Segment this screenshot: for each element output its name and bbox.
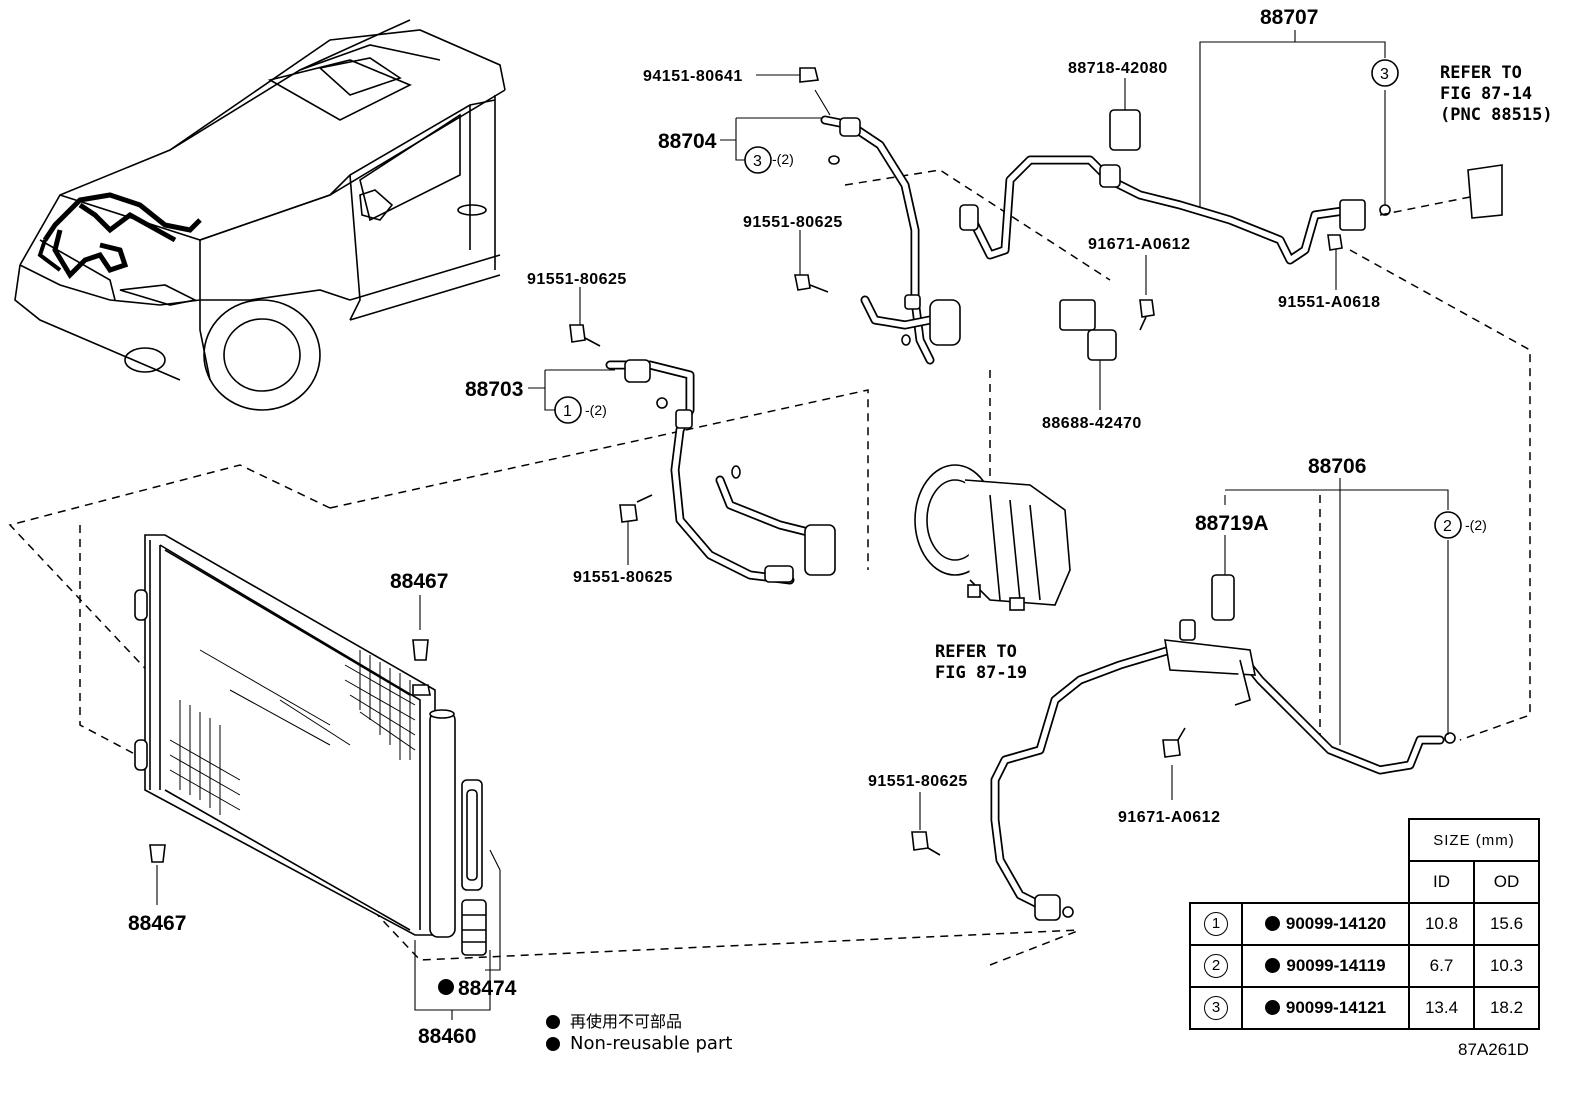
label-88719a: 88719A xyxy=(1195,512,1269,535)
non-reusable-dot-88474 xyxy=(438,979,454,995)
circle-ref: 2 xyxy=(1204,954,1228,978)
size-table-title: SIZE (mm) xyxy=(1408,818,1540,862)
legend-line-japanese: 再使用不可部品 xyxy=(546,1008,682,1032)
label-88704-qty: -(2) xyxy=(772,151,794,167)
ref-compressor-line2: FIG 87-19 xyxy=(935,663,1027,683)
size-table-row: 2 90099-14119 6.7 10.3 xyxy=(1189,944,1540,988)
inner-diameter: 6.7 xyxy=(1408,944,1475,988)
label-88703: 88703 xyxy=(465,378,523,401)
non-reusable-dot-icon xyxy=(1264,916,1280,931)
circle-ref-3-88704: 3 xyxy=(753,153,762,170)
label-88706: 88706 xyxy=(1308,455,1366,478)
compressor xyxy=(914,464,1071,611)
ref-top-line3: (PNC 88515) xyxy=(1440,105,1553,125)
ref-compressor-line1: REFER TO xyxy=(935,642,1017,662)
circle-ref-1-88703: 1 xyxy=(563,403,572,420)
label-91671-a0612-b: 91671-A0612 xyxy=(1118,809,1220,826)
size-table-row: 1 90099-14120 10.8 15.6 xyxy=(1189,902,1540,946)
circle-ref-2-88706: 2 xyxy=(1443,518,1452,535)
ref-top-line1: REFER TO xyxy=(1440,63,1522,83)
non-reusable-dot-icon xyxy=(1264,1000,1280,1015)
size-table-col-od: OD xyxy=(1473,860,1540,904)
leader-lines xyxy=(156,30,1449,1020)
circle-ref: 3 xyxy=(1204,996,1228,1020)
label-88688-42470: 88688-42470 xyxy=(1042,415,1142,432)
label-91671-a0612-a: 91671-A0612 xyxy=(1088,236,1190,253)
outer-diameter: 18.2 xyxy=(1473,986,1540,1030)
label-88474: 88474 xyxy=(458,977,517,1000)
label-91551-a0618: 91551-A0618 xyxy=(1278,294,1380,311)
label-88707: 88707 xyxy=(1260,6,1318,29)
condenser-assembly xyxy=(134,534,487,956)
label-88703-qty: -(2) xyxy=(585,402,607,418)
outer-diameter: 15.6 xyxy=(1473,902,1540,946)
label-91551-80625-c: 91551-80625 xyxy=(573,569,673,586)
size-table-col-id: ID xyxy=(1408,860,1475,904)
label-88460: 88460 xyxy=(418,1025,476,1048)
part-number: 90099-14119 xyxy=(1286,956,1386,975)
label-94151-80641: 94151-80641 xyxy=(643,68,743,85)
non-reusable-dot-icon xyxy=(546,1037,560,1051)
circle-ref: 1 xyxy=(1204,912,1228,936)
label-91551-80625-d: 91551-80625 xyxy=(868,773,968,790)
outer-diameter: 10.3 xyxy=(1473,944,1540,988)
label-88467-bottom: 88467 xyxy=(128,912,186,935)
part-number: 90099-14120 xyxy=(1285,914,1387,933)
ref-top-line2: FIG 87-14 xyxy=(1440,84,1532,104)
o-ring-size-table: SIZE (mm) ID OD 1 90099-14120 10.8 15.6 … xyxy=(1189,818,1540,1030)
non-reusable-dot-icon xyxy=(1265,958,1281,973)
figure-code: 87A261D xyxy=(1458,1040,1529,1059)
legend-line-english: Non-reusable part xyxy=(546,1033,732,1054)
part-number: 90099-14121 xyxy=(1285,998,1387,1017)
refrigerant-pipes xyxy=(605,109,1445,921)
label-88704: 88704 xyxy=(658,130,717,153)
label-88706-qty: -(2) xyxy=(1465,517,1487,533)
part-labels: 88707 94151-80641 88718-42080 88704 -(2)… xyxy=(128,6,1553,1048)
inner-diameter: 13.4 xyxy=(1408,986,1475,1030)
circle-ref-3-top: 3 xyxy=(1380,66,1389,83)
size-table-row: 3 90099-14121 13.4 18.2 xyxy=(1189,986,1540,1030)
label-88467-top: 88467 xyxy=(390,570,448,593)
circle-markers: 3 3 1 2 xyxy=(554,59,1462,539)
label-91551-80625-a: 91551-80625 xyxy=(743,214,843,231)
hardware xyxy=(569,67,1503,918)
label-91551-80625-b: 91551-80625 xyxy=(527,271,627,288)
non-reusable-dot-icon xyxy=(546,1015,560,1029)
inner-diameter: 10.8 xyxy=(1408,902,1475,946)
label-88718-42080: 88718-42080 xyxy=(1068,60,1168,77)
vehicle-illustration xyxy=(14,19,506,411)
